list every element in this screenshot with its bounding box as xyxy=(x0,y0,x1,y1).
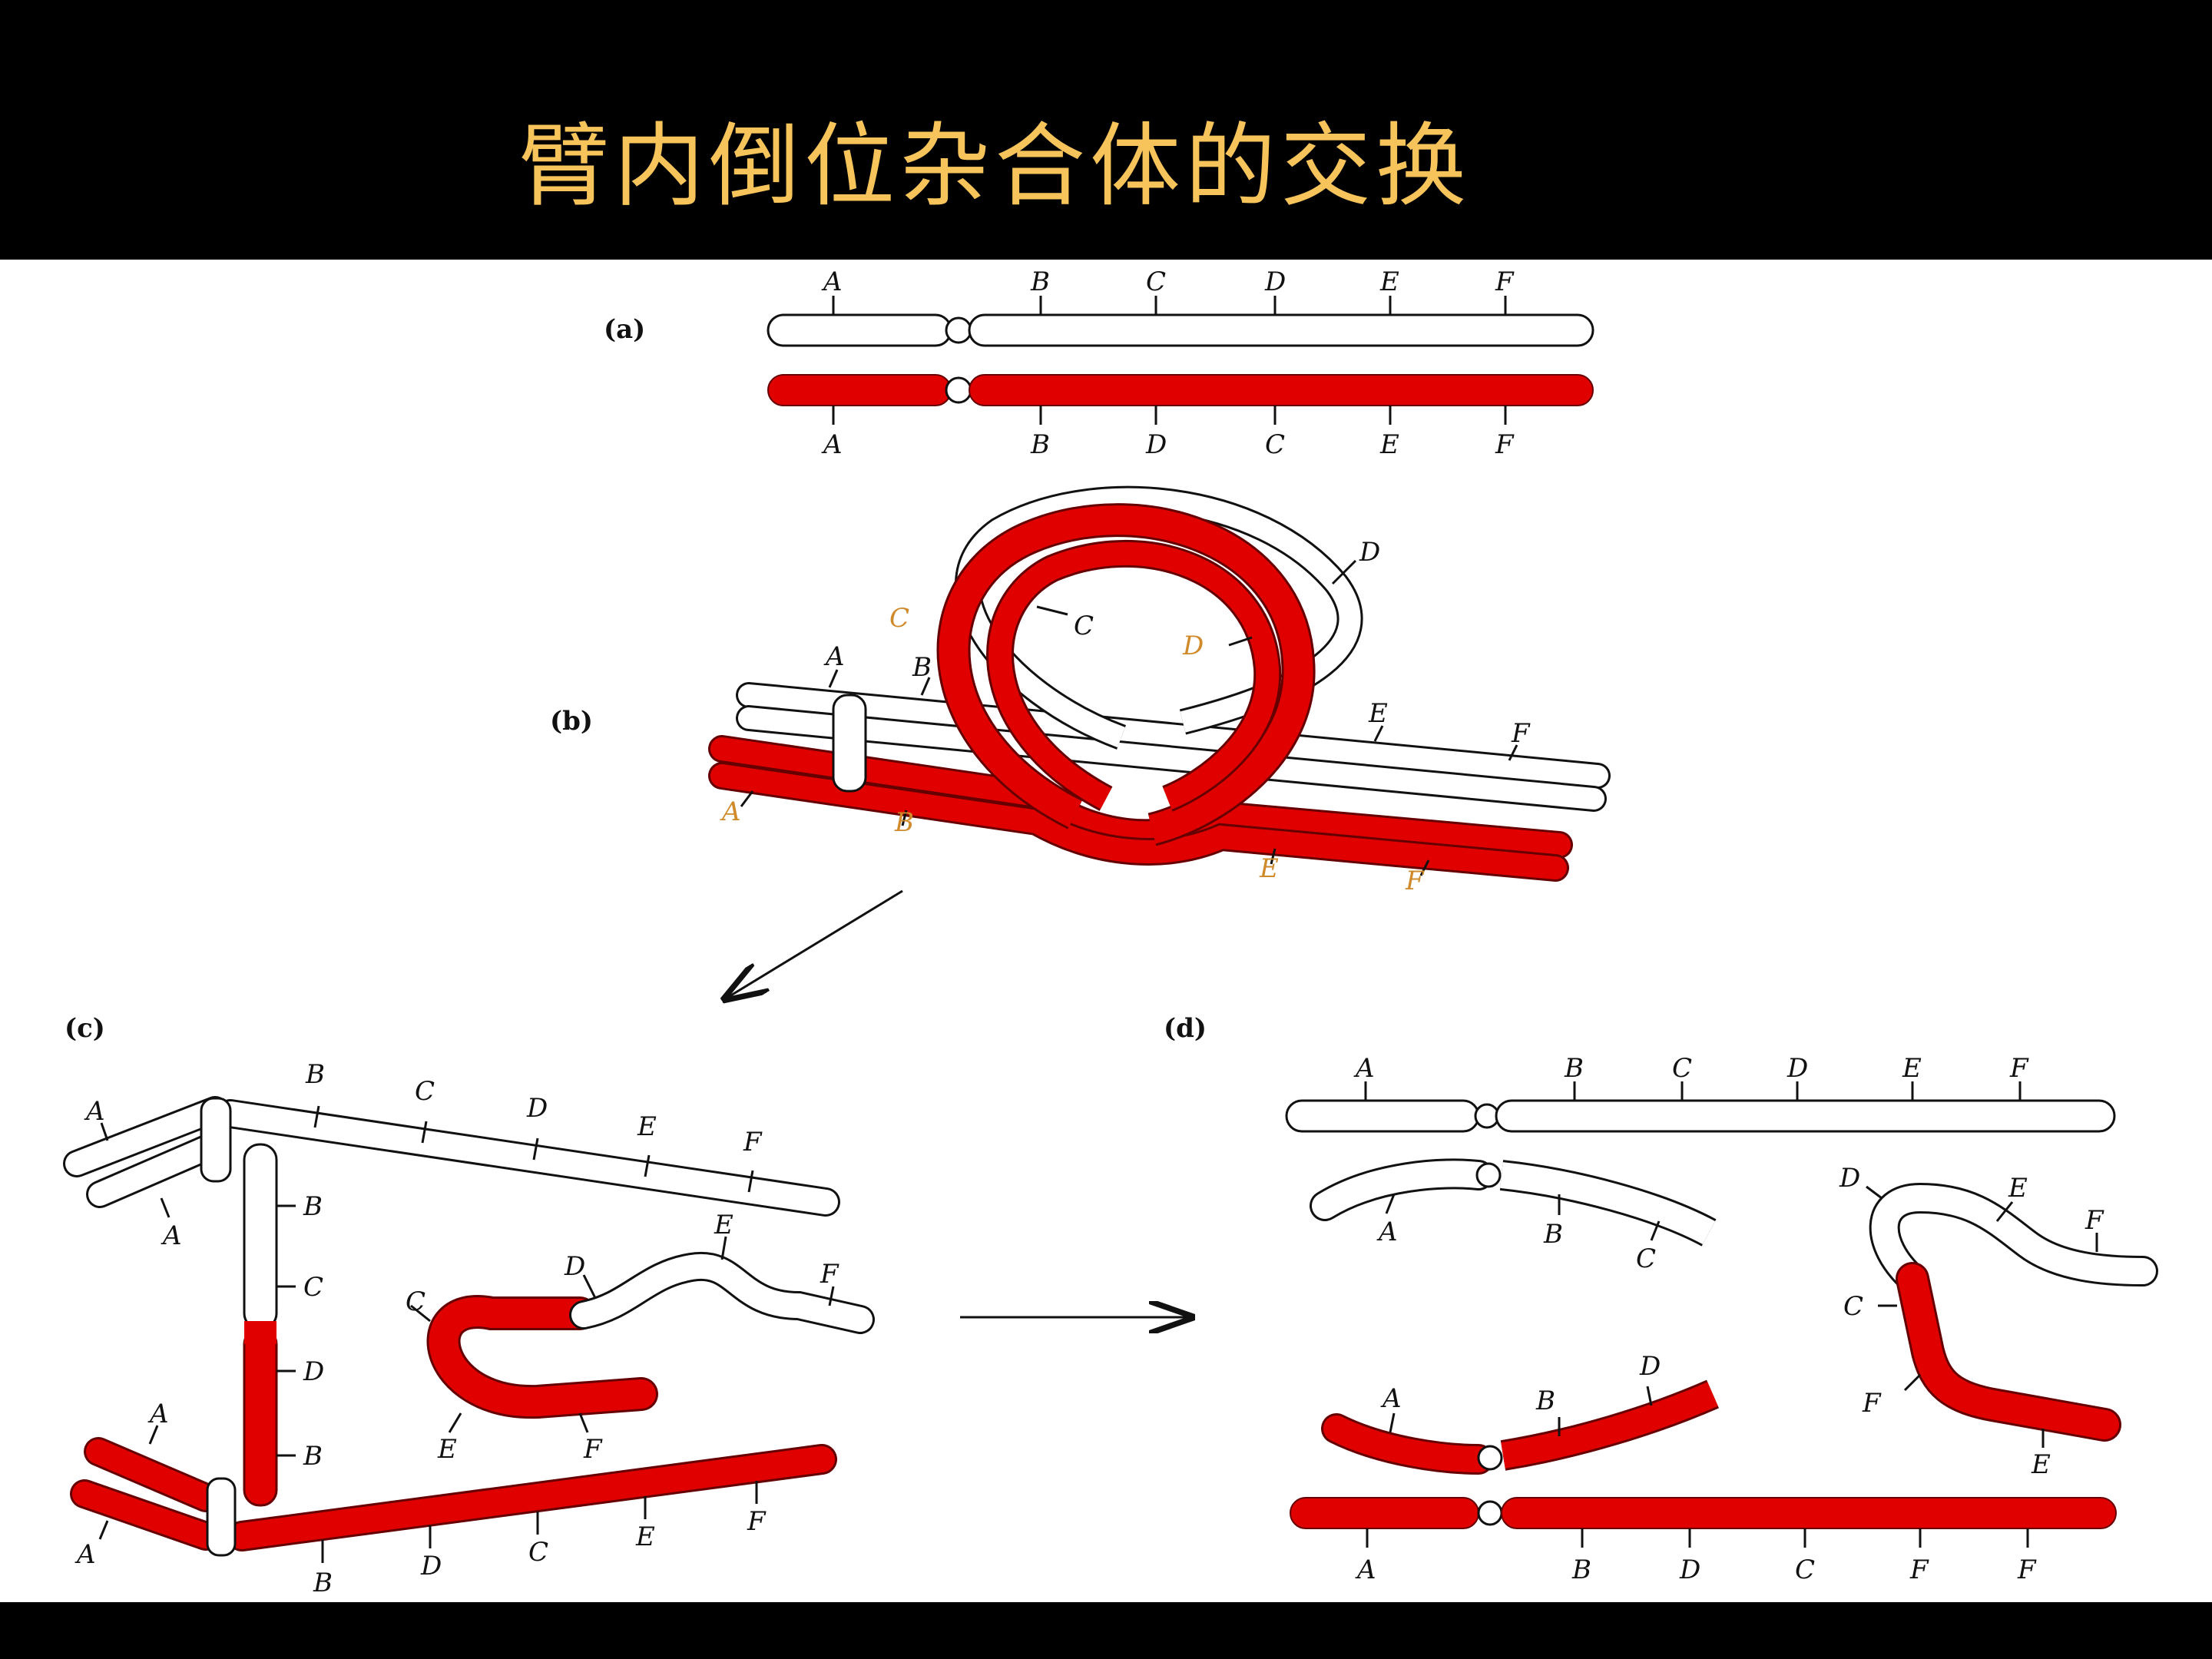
c-loop-f-bottom: F xyxy=(583,1434,603,1465)
chromosome-a-bottom: A B D C E F xyxy=(768,375,1593,460)
panel-c-label: (c) xyxy=(65,1013,105,1044)
chromosome-a-top: A B C D E F xyxy=(768,267,1593,346)
d-c3-gene-4: C xyxy=(1843,1291,1863,1322)
d-c5-gene-1: A xyxy=(1355,1555,1376,1585)
gene-a-bottom-1: A xyxy=(821,429,843,460)
b-label-b2: B xyxy=(894,807,914,838)
c-bottom-gene-5: F xyxy=(747,1506,767,1537)
c-top-gene-6: F xyxy=(743,1127,763,1157)
gene-a-top-4: D xyxy=(1264,267,1286,297)
b-label-d2: D xyxy=(1182,631,1204,661)
b-label-a2: A xyxy=(720,796,741,827)
d-c2-gene-1: A xyxy=(1376,1217,1398,1247)
inversion-loop-red xyxy=(954,520,1299,830)
d-c5-gene-3: D xyxy=(1679,1555,1700,1585)
c-vert-gene-4: B xyxy=(303,1441,323,1472)
panel-d-label: (d) xyxy=(1164,1013,1207,1044)
b-label-c2: C xyxy=(1074,611,1094,641)
gene-a-top-6: F xyxy=(1495,267,1515,297)
d-chromosome-5: A B D C F F xyxy=(1290,1498,2116,1585)
b-label-e1: E xyxy=(1368,698,1388,729)
c-vert-gene-1: B xyxy=(303,1191,323,1222)
d-c1-gene-2: B xyxy=(1564,1053,1584,1084)
d-c5-gene-2: B xyxy=(1571,1555,1591,1585)
gene-a-top-2: B xyxy=(1030,267,1050,297)
gene-a-bottom-4: C xyxy=(1265,429,1285,460)
c-top-gene-1: A xyxy=(84,1096,105,1127)
d-c1-gene-6: F xyxy=(2009,1053,2029,1084)
panel-c: (c) xyxy=(65,1013,860,1598)
c-red-a-arms xyxy=(84,1452,206,1536)
c-loop-e-top: E xyxy=(714,1210,733,1240)
panel-b: (b) xyxy=(550,499,1598,896)
d-c3-gene-2: E xyxy=(2008,1173,2028,1204)
b-label-b1: B xyxy=(912,652,932,683)
c-loop-e-bottom: E xyxy=(437,1434,457,1465)
d-c1-gene-3: C xyxy=(1672,1053,1692,1084)
d-c1-gene-5: E xyxy=(1902,1053,1922,1084)
c-top-gene-2: B xyxy=(305,1059,325,1090)
d-c4-gene-1: A xyxy=(1380,1383,1402,1414)
d-c3-gene-1: D xyxy=(1839,1163,1860,1194)
gene-a-top-5: E xyxy=(1379,267,1399,297)
d-c2-gene-2: B xyxy=(1543,1219,1563,1250)
panel-a: (a) A B C D E F xyxy=(604,267,1593,460)
d-c5-gene-4: C xyxy=(1795,1555,1815,1585)
c-top-gene-5: E xyxy=(637,1111,657,1142)
c-loop-f-top: F xyxy=(820,1259,839,1290)
d-c3-gene-6: E xyxy=(2031,1449,2051,1480)
c-bottom-gene-1: B xyxy=(313,1568,333,1598)
c-loop-fragment xyxy=(424,1267,860,1417)
gene-a-bottom-5: E xyxy=(1379,429,1399,460)
c-top-gene-3: C xyxy=(415,1076,435,1107)
c-vert-gene-3: D xyxy=(303,1356,324,1387)
d-c1-gene-1: A xyxy=(1353,1053,1375,1084)
c-red-upper-a: A xyxy=(147,1399,169,1429)
b-label-c1: C xyxy=(889,603,909,634)
gene-a-bottom-3: D xyxy=(1145,429,1167,460)
c-loop-d: D xyxy=(564,1251,585,1282)
d-c3-gene-3: F xyxy=(2085,1205,2104,1236)
gene-a-bottom-2: B xyxy=(1030,429,1050,460)
centromere-b xyxy=(833,695,866,791)
c-top-gene-4: D xyxy=(526,1093,548,1124)
c-vertical-chromatid xyxy=(244,1144,276,1505)
c-bottom-gene-2: D xyxy=(420,1551,442,1581)
b-label-a1: A xyxy=(823,641,845,672)
c-lower-a: A xyxy=(161,1220,182,1251)
arrow-b-to-c xyxy=(726,891,902,998)
c-red-lower-a: A xyxy=(75,1539,96,1570)
b-label-d1: D xyxy=(1359,537,1380,568)
d-c3-gene-5: F xyxy=(1862,1388,1882,1419)
d-c4-gene-2: B xyxy=(1535,1386,1555,1416)
d-c1-gene-4: D xyxy=(1786,1053,1808,1084)
c-centromere-bottom xyxy=(207,1479,235,1555)
panel-a-label: (a) xyxy=(604,314,645,345)
b-label-e2: E xyxy=(1259,853,1279,884)
c-centromere-top xyxy=(201,1098,230,1181)
b-label-f1: F xyxy=(1511,718,1531,749)
gene-a-top-3: C xyxy=(1146,267,1166,297)
b-label-f2: F xyxy=(1405,866,1425,896)
d-c5-gene-5: F xyxy=(1909,1555,1929,1585)
c-loop-c: C xyxy=(406,1286,426,1317)
gene-a-top-1: A xyxy=(821,267,843,297)
panel-b-label: (b) xyxy=(550,706,593,737)
d-chromosome-1: A B C D E F xyxy=(1286,1053,2114,1131)
panel-d: (d) A B C D E F xyxy=(1164,1013,2143,1585)
c-vert-gene-2: C xyxy=(303,1272,323,1303)
d-c2-gene-3: C xyxy=(1636,1243,1656,1274)
gene-a-bottom-6: F xyxy=(1495,429,1515,460)
d-c4-gene-3: D xyxy=(1639,1351,1661,1382)
c-bottom-gene-4: E xyxy=(635,1522,655,1552)
d-c5-gene-6: F xyxy=(2017,1555,2037,1585)
d-chromosome-3: D E F C F E xyxy=(1839,1163,2143,1480)
d-chromosome-4: A B D xyxy=(1336,1351,1713,1469)
c-bottom-gene-3: C xyxy=(528,1537,548,1568)
d-chromosome-2: A B C xyxy=(1325,1164,1709,1274)
